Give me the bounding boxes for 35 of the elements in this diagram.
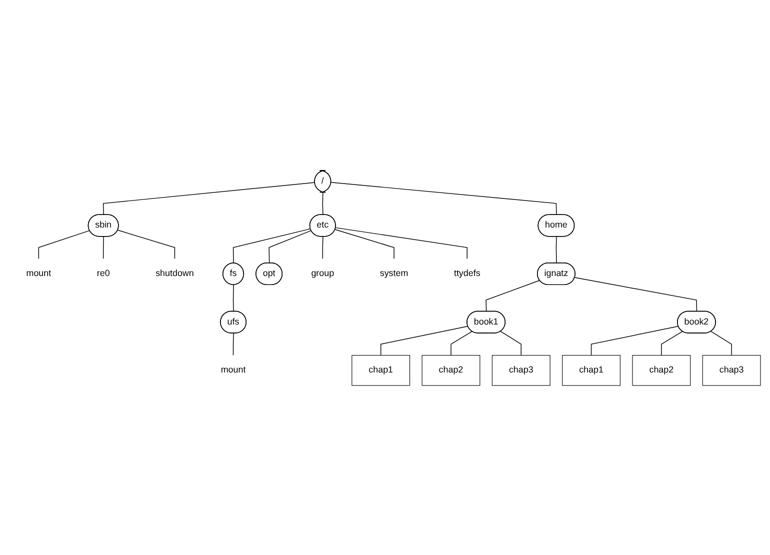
node-box: chap2: [632, 354, 691, 386]
connector: [574, 276, 698, 312]
connector: [661, 330, 683, 356]
connector: [102, 236, 104, 259]
node-box: chap3: [492, 354, 550, 386]
connector: [710, 330, 732, 356]
connector: [380, 325, 468, 356]
connector: [334, 228, 394, 259]
connector: [450, 330, 472, 356]
connector: [335, 226, 468, 259]
connector: [590, 325, 679, 356]
connector: [500, 330, 522, 356]
node-text: group: [311, 268, 334, 278]
node-text: ttydefs: [454, 268, 480, 278]
connector: [232, 284, 234, 312]
connector: [330, 182, 557, 215]
connector: [322, 236, 324, 259]
connector: [322, 192, 324, 215]
connector: [102, 182, 316, 215]
node-box: chap2: [422, 354, 480, 386]
node-box: chap1: [352, 354, 410, 386]
connector: [556, 236, 557, 264]
connector: [117, 229, 176, 259]
connector: [486, 280, 540, 312]
connector: [232, 332, 234, 356]
node-text: mount: [26, 268, 52, 278]
connector: [232, 228, 311, 264]
connector: [268, 230, 312, 264]
node-text: shutdown: [156, 268, 194, 278]
node-box: chap3: [702, 354, 761, 386]
node-text: mount: [220, 364, 246, 374]
node-text: system: [380, 268, 408, 278]
node-box: chap1: [562, 354, 620, 386]
node-text: re0: [96, 268, 110, 278]
connector: [38, 230, 90, 259]
